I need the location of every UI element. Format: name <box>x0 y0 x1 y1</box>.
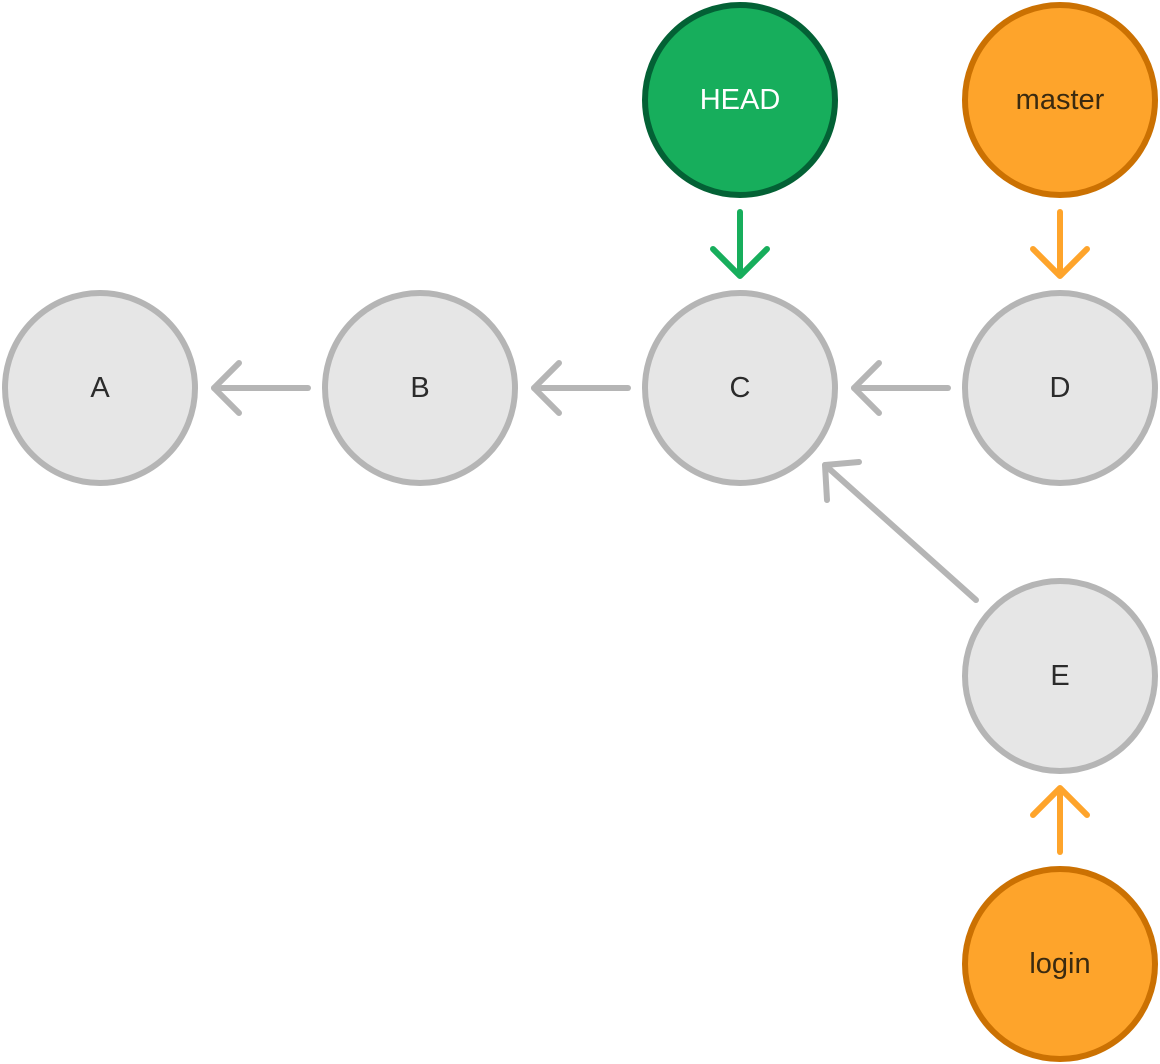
branch-login[interactable]: login <box>962 866 1158 1062</box>
arrow-master-to-d <box>1030 209 1090 279</box>
ref-nodes: HEAD master login <box>642 2 1158 1062</box>
edge-b-to-a <box>211 360 311 416</box>
ref-label: HEAD <box>700 84 781 116</box>
commit-label: A <box>90 372 110 404</box>
ref-label: master <box>1016 84 1105 116</box>
commit-label: C <box>730 372 751 404</box>
commit-d[interactable]: D <box>962 290 1158 486</box>
commit-c[interactable]: C <box>642 290 838 486</box>
commit-nodes: A B C D E <box>2 290 1158 774</box>
edge-c-to-b <box>531 360 631 416</box>
commit-b[interactable]: B <box>322 290 518 486</box>
commit-label: E <box>1050 660 1069 692</box>
ref-arrows <box>710 209 1090 855</box>
ref-head[interactable]: HEAD <box>642 2 838 198</box>
edge-d-to-c <box>851 360 951 416</box>
ref-label: login <box>1029 948 1090 980</box>
commit-label: D <box>1050 372 1071 404</box>
commit-label: B <box>410 372 429 404</box>
arrow-login-to-e <box>1030 785 1090 855</box>
branch-master[interactable]: master <box>962 2 1158 198</box>
parent-edges <box>211 360 979 603</box>
edge-e-to-c <box>822 459 979 603</box>
commit-e[interactable]: E <box>962 578 1158 774</box>
commit-a[interactable]: A <box>2 290 198 486</box>
arrow-head-to-c <box>710 209 770 279</box>
